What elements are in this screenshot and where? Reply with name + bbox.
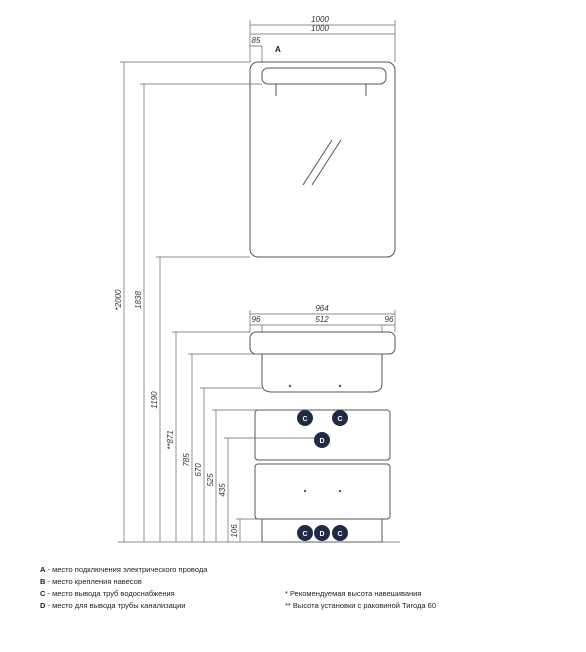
marker-c-upper-right: C xyxy=(332,410,348,426)
mirror-top-dimensions xyxy=(249,20,396,62)
legend-row-c: C - место вывода труб водоснабжения xyxy=(40,588,300,600)
mirror-frame xyxy=(249,61,396,258)
dim-height-total: *2000 xyxy=(114,289,123,310)
upper-drawer xyxy=(254,409,391,461)
dim-height-upper-drawer: 785 xyxy=(182,453,191,467)
dim-sink-mid-width: 512 xyxy=(315,315,329,324)
legend-text-d: - место для вывода трубы канализации xyxy=(45,601,186,610)
dim-height-sink-top: **871 xyxy=(166,430,175,450)
svg-text:D: D xyxy=(319,438,324,445)
note-height: * Рекомендуемая высота навешивания xyxy=(285,589,422,598)
marker-a-label: A xyxy=(275,45,281,54)
dim-sink-total-width: 964 xyxy=(315,304,329,313)
legend-text-c: - место вывода труб водоснабжения xyxy=(45,589,175,598)
marker-c-upper-left: C xyxy=(297,410,313,426)
svg-text:C: C xyxy=(337,416,342,423)
legend-markers: A - место подключения электрического про… xyxy=(40,564,300,612)
dim-height-pipe-a: 670 xyxy=(194,463,203,477)
legend-text-a: - место подключения электрического прово… xyxy=(45,565,208,574)
mirror-lamp xyxy=(261,67,387,85)
legend-key-a: A xyxy=(40,565,46,574)
mirror-glare xyxy=(302,139,342,186)
sink-width-dimensions xyxy=(249,310,396,332)
marker-d-lower: D xyxy=(314,525,330,541)
height-dimension-lines xyxy=(118,61,400,543)
svg-text:D: D xyxy=(319,531,324,538)
lower-drawer xyxy=(254,463,391,520)
dim-mirror-inner-width: 1000 xyxy=(311,24,329,33)
marker-c-lower-right: C xyxy=(332,525,348,541)
sink-bowl xyxy=(261,354,383,393)
dim-height-pipe-b: 525 xyxy=(206,473,215,487)
svg-text:C: C xyxy=(302,416,307,423)
legend-key-c: C xyxy=(40,589,46,598)
legend-key-d: D xyxy=(40,601,46,610)
dim-height-pipe-c: 435 xyxy=(218,483,227,497)
legend-key-b: B xyxy=(40,577,46,586)
dim-height-mirror-top: 1838 xyxy=(134,291,143,309)
dim-sink-left-offset: 96 xyxy=(252,315,261,324)
dim-sink-right-offset: 96 xyxy=(385,315,394,324)
sink-top xyxy=(249,331,396,355)
legend-text-b: - место крепления навесов xyxy=(45,577,142,586)
dim-mirror-outer-width: 1000 xyxy=(311,15,329,24)
legend-row-b: B - место крепления навесов xyxy=(40,576,300,588)
dim-height-base: 106 xyxy=(230,524,239,538)
dim-height-mirror-bottom: 1190 xyxy=(150,391,159,409)
note-sink: ** Высота установки с раковиной Тигода 6… xyxy=(285,601,437,610)
legend-notes: * Рекомендуемая высота навешивания ** Вы… xyxy=(285,588,565,612)
marker-d-upper: D xyxy=(314,432,330,448)
svg-text:C: C xyxy=(337,531,342,538)
vanity-unit xyxy=(249,331,396,543)
mirror-cabinet xyxy=(249,61,396,258)
marker-c-lower-left: C xyxy=(297,525,313,541)
legend-row-a: A - место подключения электрического про… xyxy=(40,564,300,576)
dim-mirror-offset: 85 xyxy=(252,36,261,45)
legend-row-d: D - место для вывода трубы канализации xyxy=(40,600,300,612)
svg-text:C: C xyxy=(302,531,307,538)
